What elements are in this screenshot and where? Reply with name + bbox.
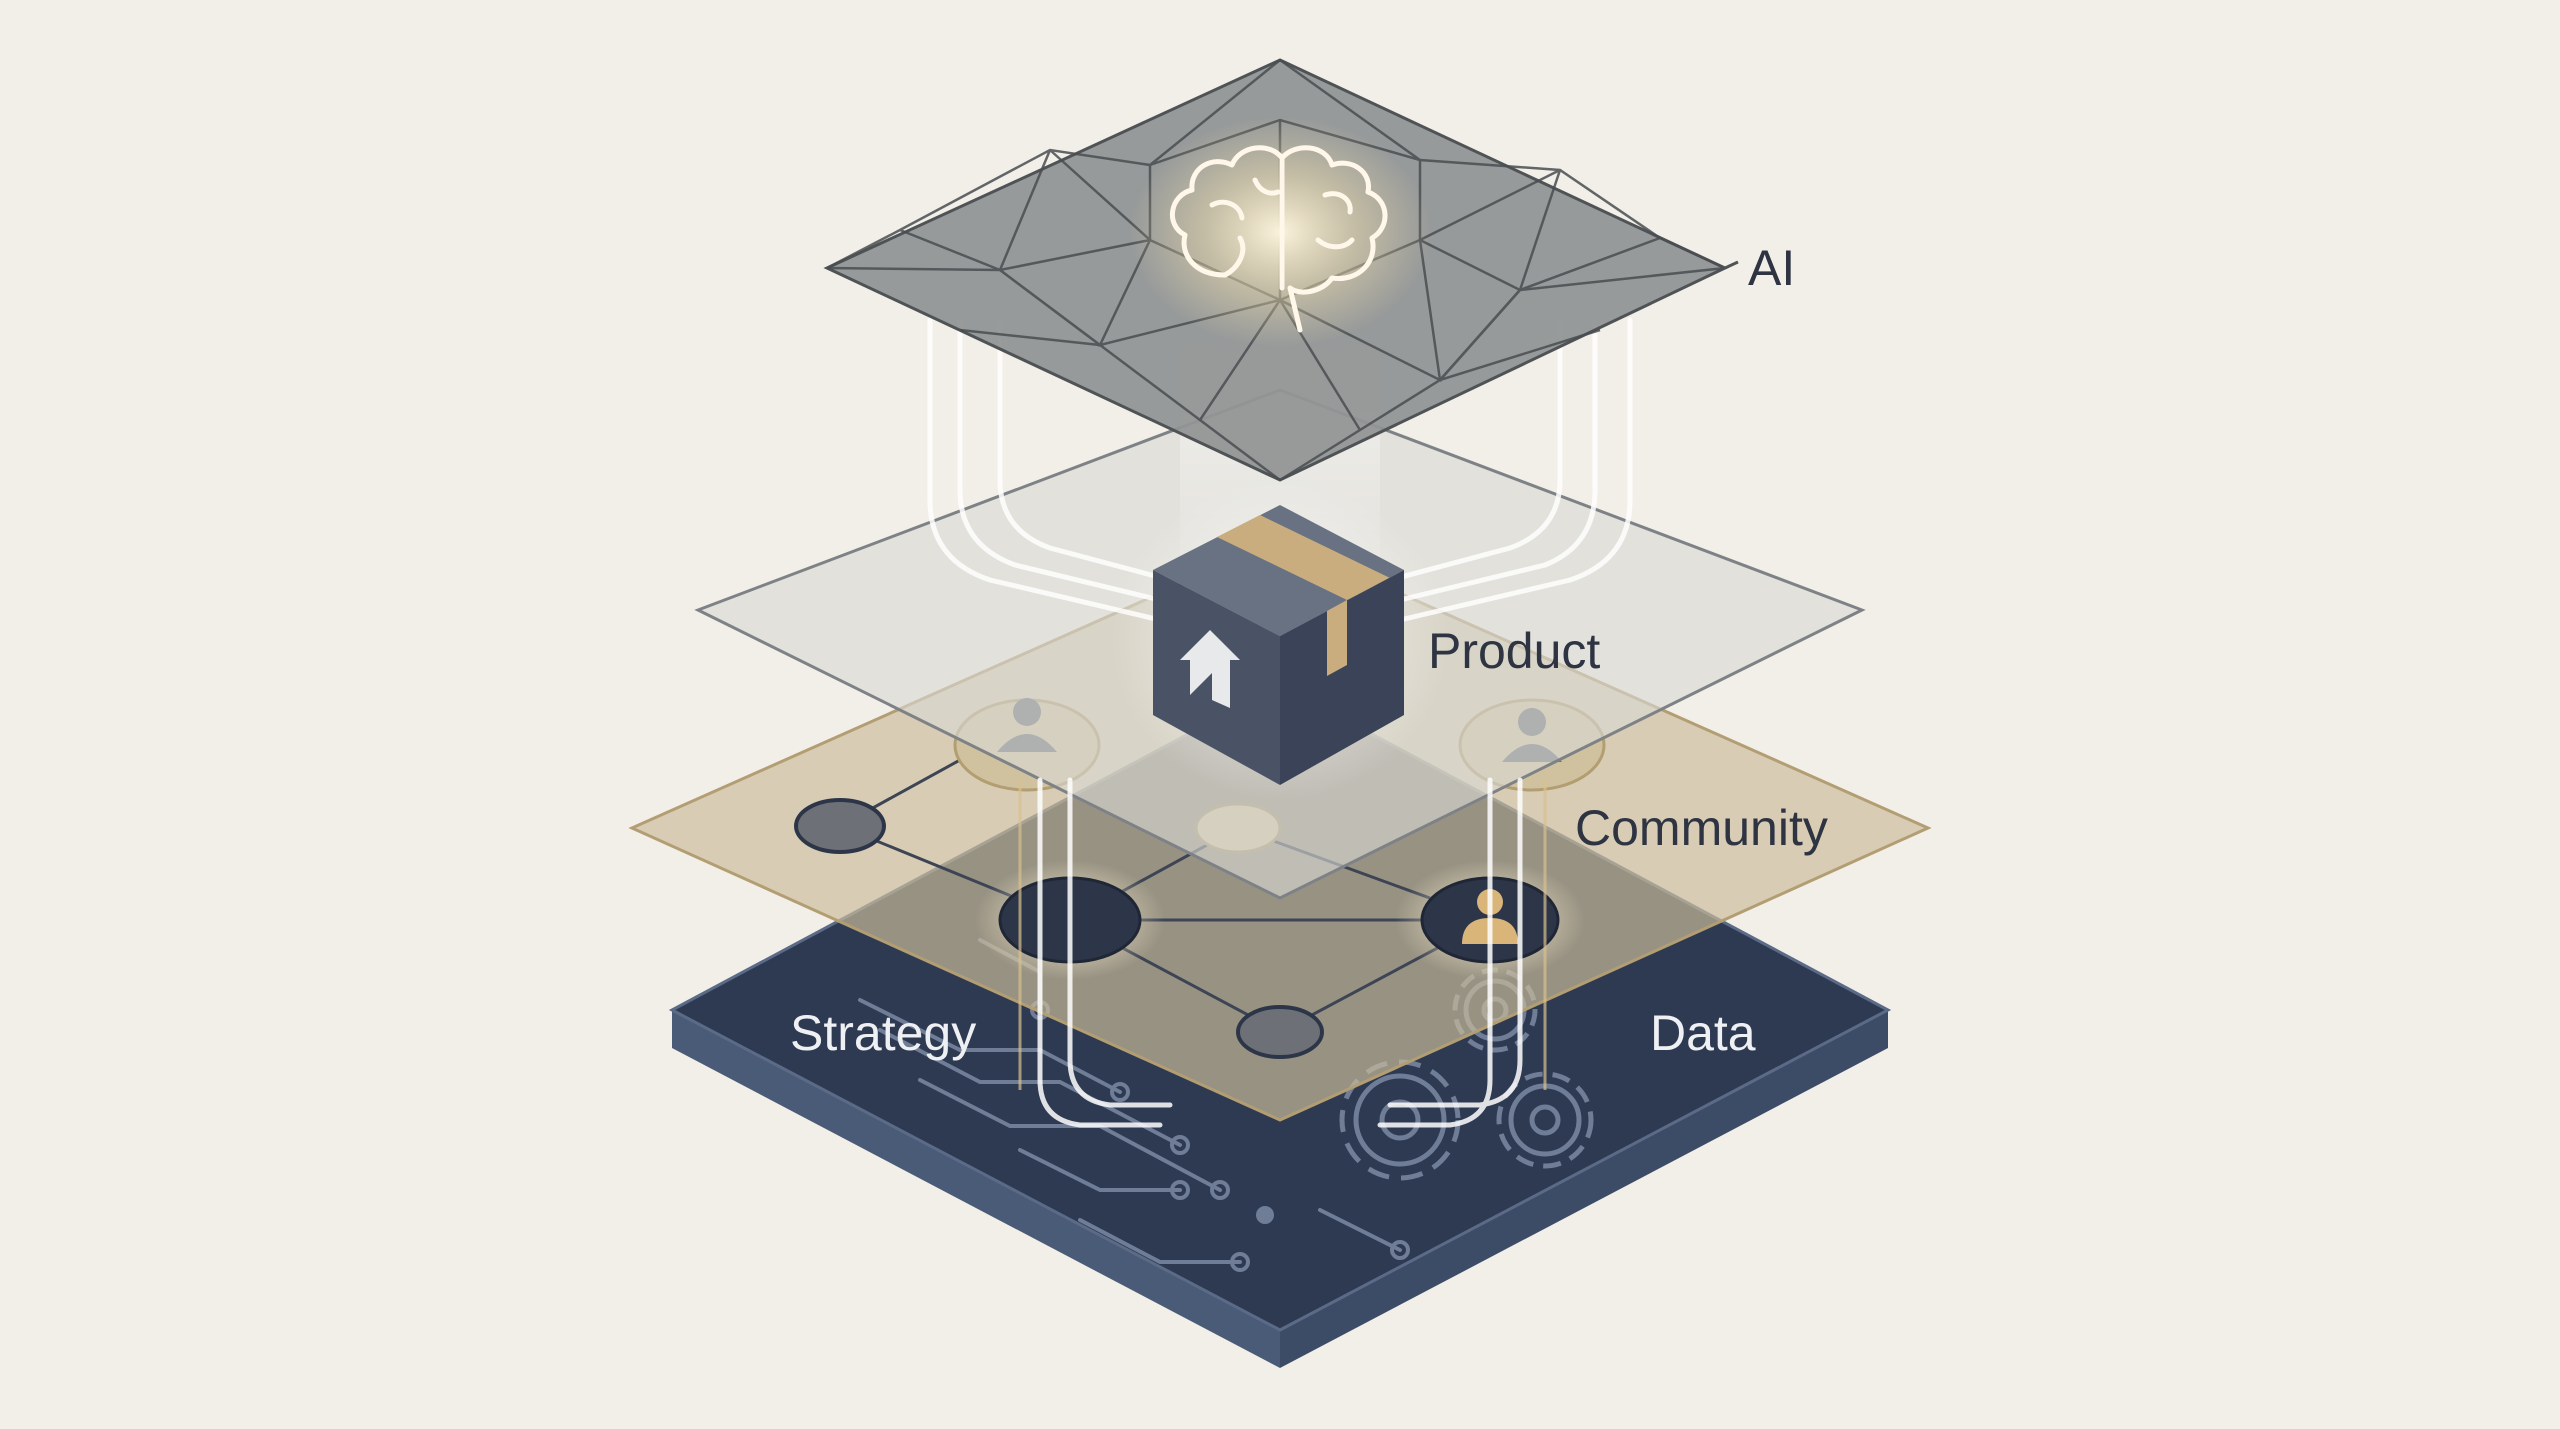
- network-node: [1236, 1005, 1324, 1059]
- ai-layer: AI: [823, 58, 1795, 482]
- arrow-up-icon: [1180, 630, 1240, 708]
- ai-label: AI: [1748, 240, 1795, 296]
- ai-label-leader: [1724, 260, 1739, 270]
- box-tape-side: [1327, 600, 1347, 676]
- data-label: Data: [1650, 1005, 1756, 1061]
- package-box-icon: Product: [1110, 480, 1600, 800]
- base-slab-right-side: [1280, 1010, 1888, 1368]
- product-label: Product: [1428, 623, 1600, 679]
- circuit-nodes: [1030, 1000, 1410, 1272]
- network-node: [794, 798, 886, 854]
- box-right-face: [1280, 570, 1404, 785]
- box-tape-top: [1217, 515, 1390, 600]
- community-label: Community: [1575, 800, 1828, 856]
- strategy-label: Strategy: [790, 1005, 976, 1061]
- base-slab-left-side: [672, 1010, 1280, 1368]
- brain-icon: [1169, 145, 1388, 333]
